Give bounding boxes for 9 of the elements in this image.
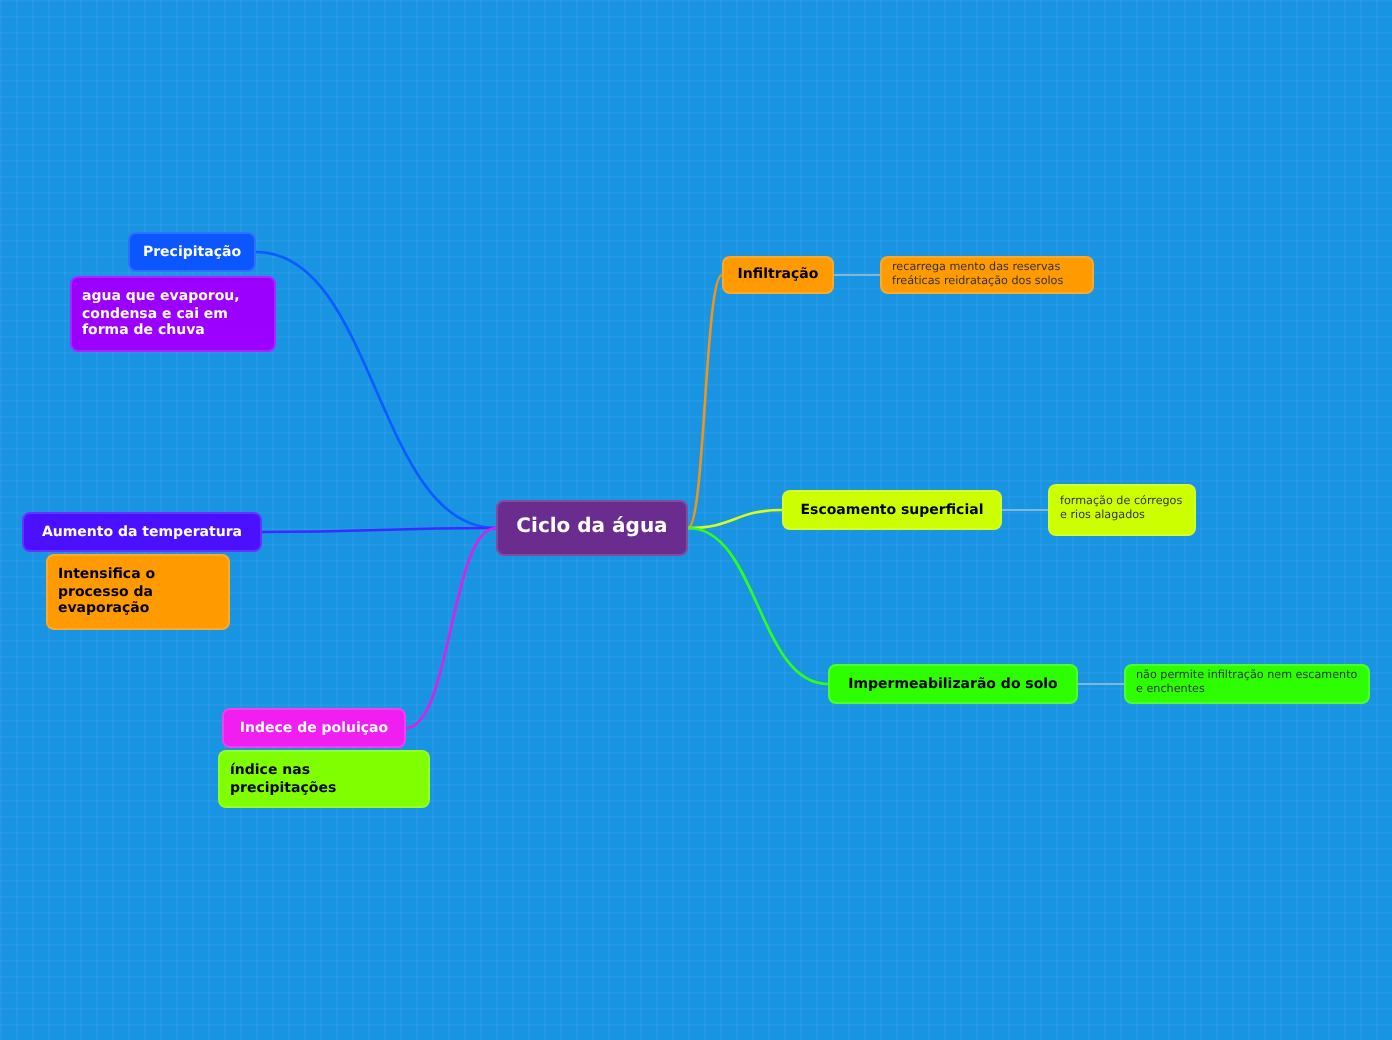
connector-line <box>687 526 829 686</box>
central-topic-box: Ciclo da água <box>496 500 688 556</box>
connector-line <box>833 274 881 276</box>
connector-line <box>1001 509 1049 511</box>
connector-line <box>255 250 497 530</box>
connector-line <box>405 526 497 730</box>
connector-line <box>1077 683 1125 685</box>
connector-line <box>686 274 724 529</box>
connector-line <box>262 526 496 534</box>
